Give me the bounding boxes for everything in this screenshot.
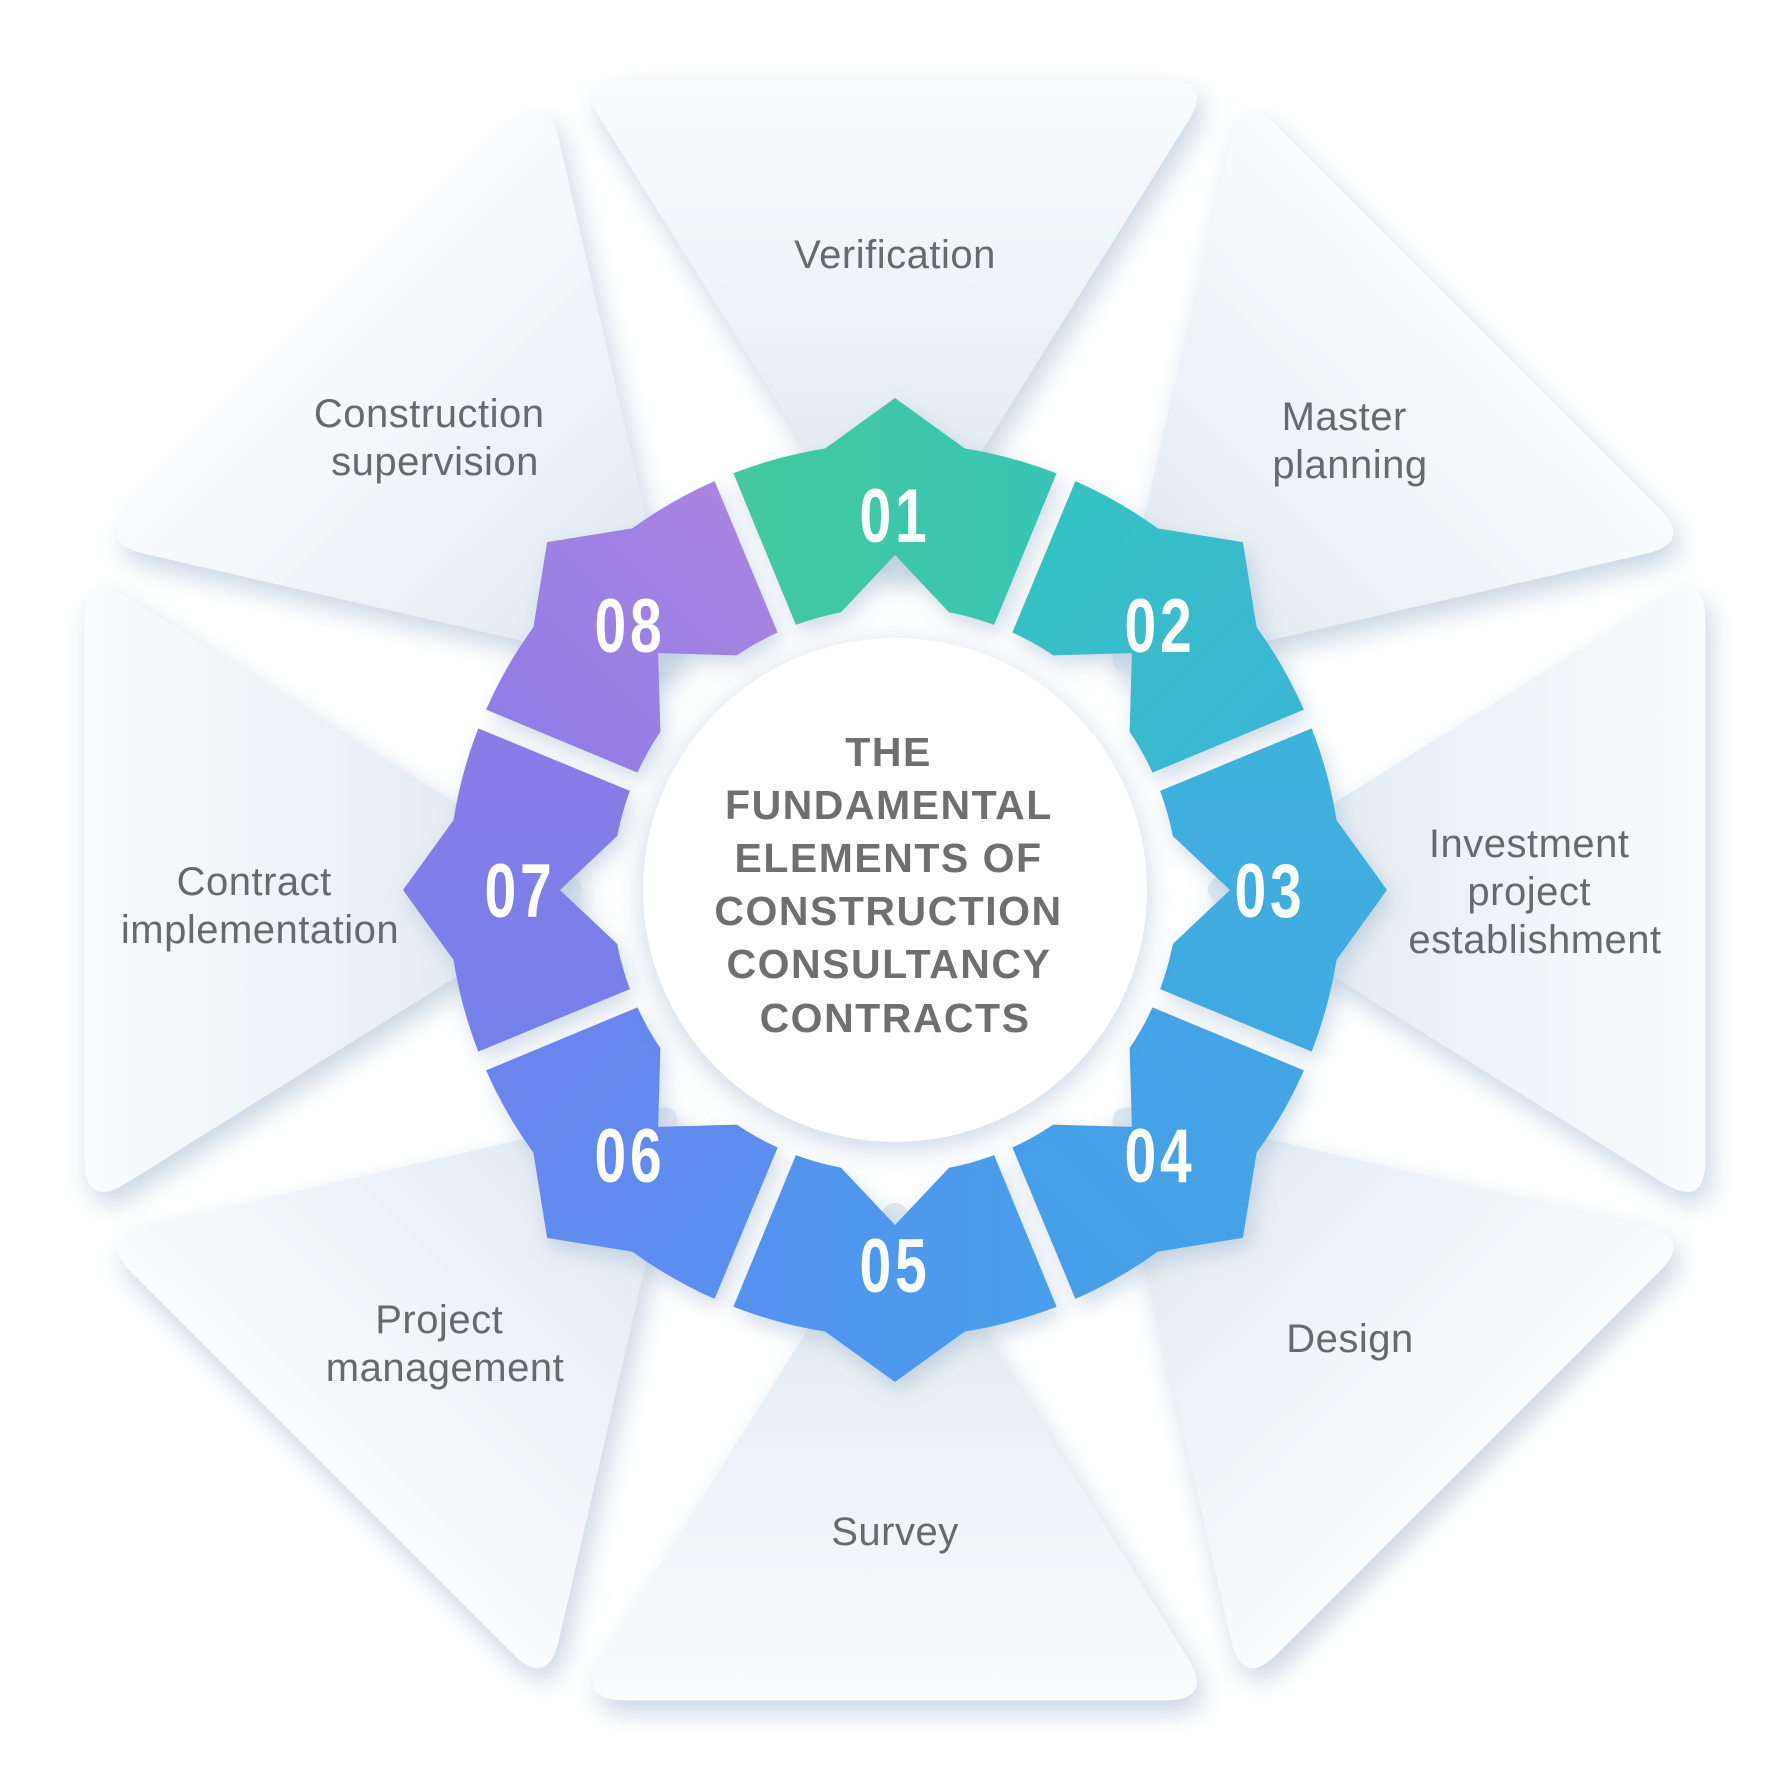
segment-number-07: 07 [485,849,556,934]
segment-shape [1160,728,1387,1052]
segment-shape [733,398,1057,625]
segment-shape [733,1155,1057,1382]
segment-shape [486,481,778,773]
petal-shape [84,588,583,1192]
title-line: CONSULTANCY [727,941,1051,987]
ring-segment-08 [486,481,778,773]
petal-investment-project-establishment [1207,588,1706,1192]
petal-shape [1112,1107,1674,1669]
petal-label-construction-supervision: Construction supervision [314,392,556,484]
segment-number-04: 04 [1125,1114,1196,1199]
center-circle [643,638,1147,1142]
petal-project-management [116,1107,678,1669]
segment-number-08: 08 [595,584,666,669]
segment-shape [1012,481,1304,773]
petal-label-investment-project-establishment: Investment project establishment [1408,822,1661,962]
petal-contract-implementation [84,588,583,1192]
ring-segment-06 [486,1007,778,1299]
ring-segment-04 [1012,1007,1304,1299]
label-line: Survey [831,1510,959,1554]
ring-segment-01 [733,398,1057,625]
label-line: planning [1272,443,1427,487]
label-line: Verification [794,233,996,277]
label-line: Design [1286,1317,1414,1361]
label-line: project [1467,870,1591,914]
label-line: management [326,1346,564,1390]
segment-number-06: 06 [595,1114,666,1199]
ring-segment-05 [733,1155,1057,1382]
label-line: Investment [1429,822,1630,866]
label-line: Project [375,1298,503,1342]
petal-shape [116,1107,678,1669]
label-line: Contract [177,860,332,904]
segment-number-01: 01 [860,474,931,559]
petal-label-project-management: Project management [326,1298,564,1390]
title-line: THE [845,729,932,775]
label-line: implementation [121,908,399,952]
petal-layer [84,79,1706,1701]
petal-survey [593,1202,1197,1701]
petal-shape [593,1202,1197,1701]
petal-label-design: Design [1286,1317,1414,1361]
petal-label-contract-implementation: Contract implementation [121,860,399,952]
ring-segment-02 [1012,481,1304,773]
wheel-title: THE FUNDAMENTAL ELEMENTS OF CONSTRUCTION… [714,729,1075,1041]
title-line: FUNDAMENTAL [725,782,1052,828]
ring-segment-07 [403,728,630,1052]
title-line: CONTRACTS [760,995,1031,1041]
petal-construction-supervision [116,111,678,673]
segment-shape [1012,1007,1304,1299]
petal-shape [593,79,1197,578]
petal-shape [1112,111,1674,673]
segment-shape [486,1007,778,1299]
label-line: establishment [1408,918,1661,962]
label-line: Construction [314,392,545,436]
petal-master-planning [1112,111,1674,673]
petal-label-survey: Survey [831,1510,959,1554]
ring-segment-03 [1160,728,1387,1052]
label-line: Master [1282,395,1407,439]
petal-label-verification: Verification [794,233,996,277]
petal-verification [593,79,1197,578]
segment-number-03: 03 [1235,849,1306,934]
title-line: CONSTRUCTION [714,888,1062,934]
petal-shape [116,111,678,673]
petal-label-master-planning: Master planning [1272,395,1427,487]
segment-number-02: 02 [1125,584,1196,669]
ring-layer [403,398,1387,1382]
label-line: supervision [331,440,539,484]
petal-design [1112,1107,1674,1669]
segment-number-05: 05 [860,1224,931,1309]
petal-shape [1207,588,1706,1192]
segment-shape [403,728,630,1052]
title-line: ELEMENTS OF [735,835,1043,881]
